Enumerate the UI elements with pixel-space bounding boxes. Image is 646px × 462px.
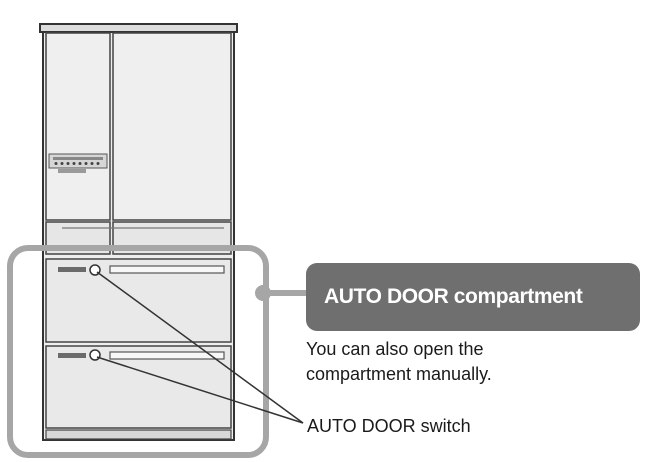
- drawer-lower-handle: [109, 351, 225, 360]
- leader-line-lower: [96, 356, 304, 424]
- auto-door-switch-lower: [58, 353, 86, 358]
- callout-title: AUTO DOOR compartment: [324, 285, 583, 308]
- switch-marker-lower: [89, 349, 101, 361]
- auto-door-drawer-lower: [45, 345, 232, 429]
- fridge-top-trim: [39, 23, 238, 33]
- note-line-2: compartment manually.: [306, 364, 492, 384]
- leader-line-upper: [96, 271, 304, 424]
- right-upper-door: [112, 32, 232, 221]
- auto-door-switch-upper: [58, 267, 86, 272]
- drawer-upper-handle: [109, 265, 225, 274]
- note-line-1: You can also open the: [306, 339, 484, 359]
- fridge-base: [45, 429, 232, 440]
- auto-door-switch-label: AUTO DOOR switch: [307, 416, 471, 436]
- control-panel: [48, 153, 108, 173]
- refrigerator: [39, 23, 238, 441]
- auto-door-callout: AUTO DOOR compartment: [306, 263, 640, 331]
- left-upper-door: [45, 32, 111, 221]
- auto-door-highlight-frame: [7, 245, 269, 458]
- manual-open-note: You can also open the compartment manual…: [306, 337, 636, 387]
